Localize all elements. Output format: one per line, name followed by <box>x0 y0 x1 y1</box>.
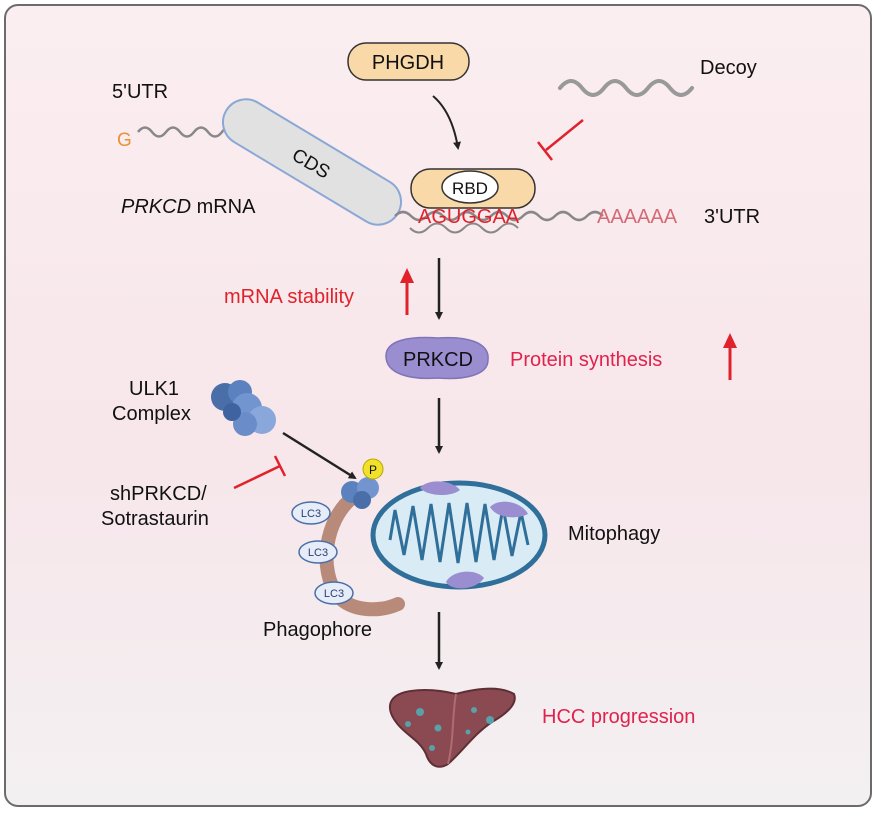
cds-capsule: CDS <box>221 98 403 226</box>
utr3-label: 3'UTR <box>704 206 760 228</box>
prkcd-mrna-label: PRKCD mRNA <box>121 196 256 218</box>
phgdh-node: PHGDH <box>347 42 470 81</box>
phagophore-label: Phagophore <box>263 619 372 641</box>
utr5-strand <box>137 124 235 138</box>
phgdh-to-rbd-arrow <box>432 95 461 150</box>
decoy-label: Decoy <box>700 57 757 79</box>
motif-label: AGUGGAA <box>418 206 520 228</box>
mrna-word: mRNA <box>191 196 256 218</box>
ulk1-label-line2: Complex <box>112 403 191 425</box>
ulk1-activation-arrow <box>282 431 357 480</box>
mitochondrion-icon <box>370 480 548 590</box>
hcc-progression-label: HCC progression <box>542 706 695 728</box>
polya-label: AAAAAA <box>597 206 678 228</box>
protein-synthesis-up-arrow-icon <box>723 333 737 380</box>
lc3-marker-1: LC3 <box>291 501 331 525</box>
lc3-label-2: LC3 <box>308 547 328 559</box>
protein-synthesis-label: Protein synthesis <box>510 349 662 371</box>
lc3-marker-2: LC3 <box>298 540 338 564</box>
phgdh-label: PHGDH <box>372 52 444 74</box>
shprkcd-label-line1: shPRKCD/ <box>110 483 207 505</box>
ulk1-label-line1: ULK1 <box>129 378 179 400</box>
lc3-label-1: LC3 <box>301 508 321 520</box>
mitophagy-label: Mitophagy <box>568 523 660 545</box>
ulk1-complex-icon <box>211 380 276 436</box>
shprkcd-inhibition-icon <box>233 455 287 490</box>
rbd-label: RBD <box>452 179 488 198</box>
utr3-strand <box>394 210 604 222</box>
phagophore-ulk1-icon <box>341 477 379 509</box>
motif-loop <box>409 222 519 234</box>
decoy-rna-icon <box>558 79 694 97</box>
mrna-stability-up-arrow-icon <box>400 268 414 315</box>
lc3-label-3: LC3 <box>324 588 344 600</box>
shprkcd-label-line2: Sotrastaurin <box>101 508 209 530</box>
phosphate-label: P <box>369 463 377 477</box>
lc3-marker-3: LC3 <box>314 581 354 605</box>
mrna-gene-name: PRKCD <box>121 196 191 218</box>
liver-icon <box>388 687 516 768</box>
mrna-stability-label: mRNA stability <box>224 286 354 308</box>
prkcd-label: PRKCD <box>403 349 473 371</box>
rbd-node: RBD <box>410 168 536 209</box>
decoy-inhibition-icon <box>537 119 584 161</box>
phosphate-icon: P <box>362 458 384 480</box>
prkcd-protein-icon: PRKCD <box>385 336 489 380</box>
utr5-label: 5'UTR <box>112 81 168 103</box>
g-label: G <box>117 130 132 151</box>
